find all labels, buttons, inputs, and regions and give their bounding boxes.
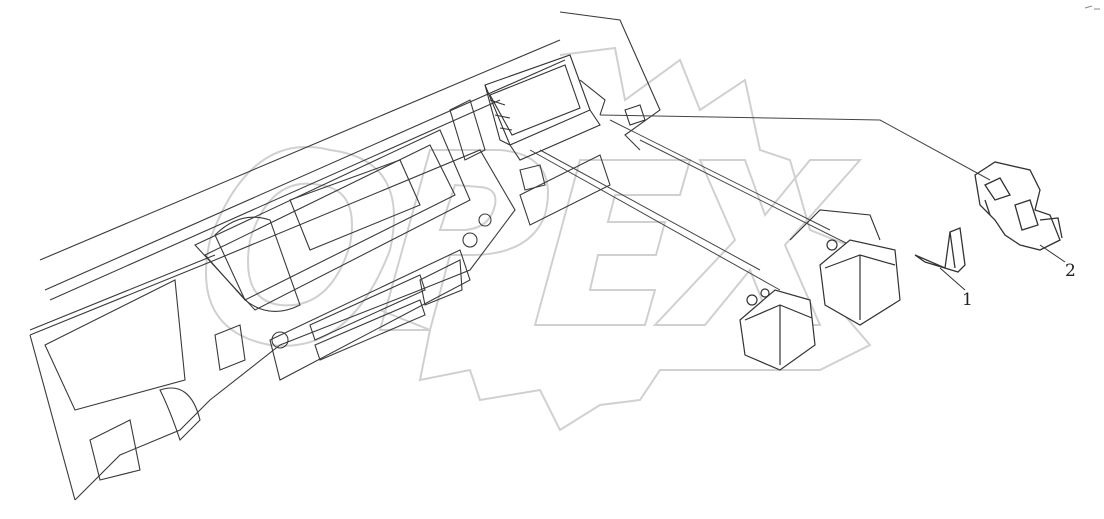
dashboard-panel bbox=[29, 11, 661, 501]
callout-label-2: 2 bbox=[1065, 261, 1076, 281]
part-1-bracket bbox=[914, 227, 966, 273]
leader-line-1 bbox=[939, 267, 966, 291]
leader-line-2 bbox=[1039, 244, 1066, 263]
part-2-connector bbox=[974, 161, 1063, 251]
leader-lines bbox=[939, 244, 1066, 291]
wiring-harness bbox=[529, 114, 991, 291]
corner-mark bbox=[1084, 5, 1100, 10]
relay-left bbox=[739, 288, 816, 371]
watermark-letter-p bbox=[378, 149, 549, 331]
watermark-gear bbox=[379, 46, 872, 432]
callout-label-1: 1 bbox=[962, 290, 973, 310]
display-module bbox=[484, 54, 646, 161]
relay-right bbox=[819, 239, 901, 326]
watermark-logo bbox=[205, 46, 872, 432]
watermark-letter-e bbox=[533, 159, 692, 326]
relay-box-back bbox=[789, 209, 881, 241]
watermark-letter-x bbox=[652, 159, 863, 326]
watermark-letter-o bbox=[205, 145, 395, 347]
